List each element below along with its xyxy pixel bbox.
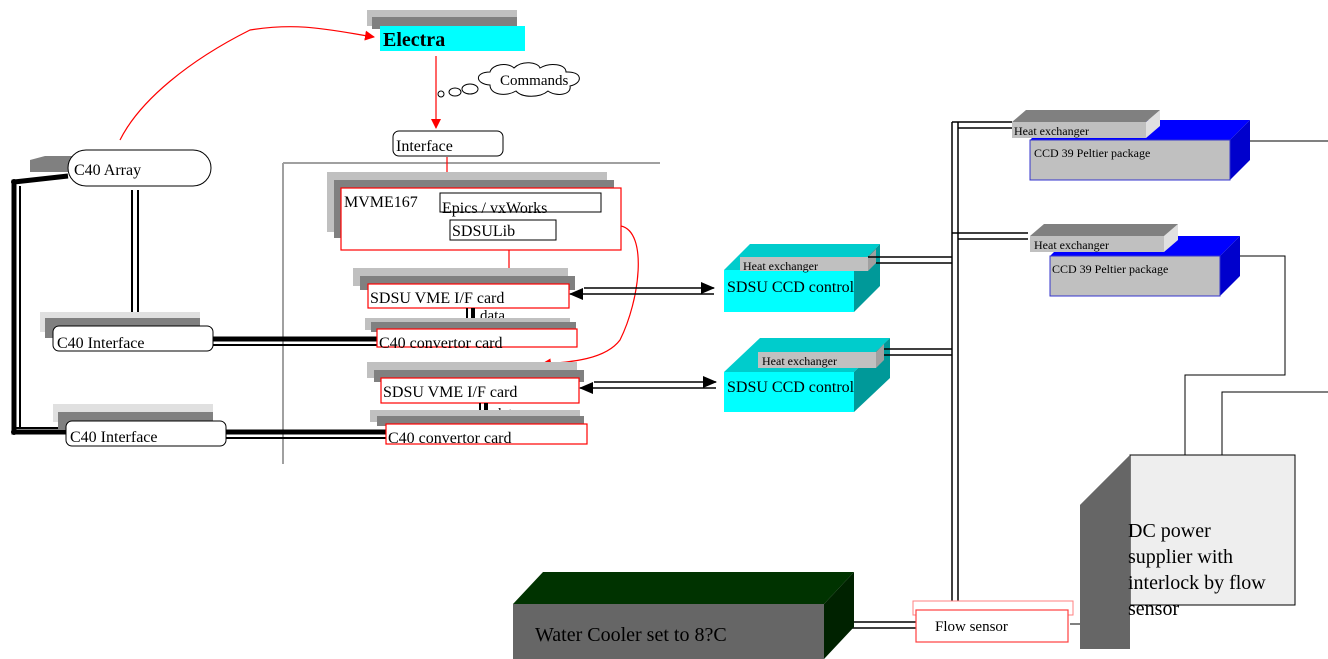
sdsulib-label: SDSULib bbox=[452, 223, 515, 240]
flow-sensor: Flow sensor bbox=[912, 600, 1074, 643]
vme-crate-outline bbox=[282, 162, 660, 464]
commands-label: Commands bbox=[500, 73, 568, 89]
sdsu-vme-if-card-2: SDSU VME I/F card bbox=[367, 362, 584, 404]
epics-vxworks-label: Epics / vxWorks bbox=[442, 200, 547, 217]
c40-interface-1: C40 Interface bbox=[40, 312, 214, 352]
sdsu-ccd-controller-1: SDSU CCD controller Heat exchanger bbox=[724, 244, 880, 312]
sdsu-vme-if-card-1-label: SDSU VME I/F card bbox=[370, 290, 504, 307]
c40-interface-2-label: C40 Interface bbox=[70, 429, 158, 446]
ccd39-peltier-package-1: CCD 39 Peltier package Heat exchanger bbox=[1012, 110, 1250, 181]
ccd39-peltier-1-label: CCD 39 Peltier package bbox=[1034, 146, 1150, 160]
mvme167-label: MVME167 bbox=[344, 194, 418, 211]
sdsu-ccd-controller-2: SDSU CCD controller Heat exchanger bbox=[724, 338, 890, 412]
c40-interface-links bbox=[213, 336, 388, 439]
dc-power-line3: interlock by flow bbox=[1128, 572, 1266, 594]
heat-exchanger-ccd-2-label: Heat exchanger bbox=[1034, 238, 1109, 252]
commands-cloud: Commands bbox=[437, 62, 580, 98]
interface-node: Interface bbox=[392, 130, 504, 157]
dc-power-line1: DC power bbox=[1128, 520, 1211, 542]
sdsu-vme-if-card-2-label: SDSU VME I/F card bbox=[383, 384, 517, 401]
dc-power-supplier: DC power supplier with interlock by flow… bbox=[1080, 454, 1296, 649]
electra-box: Electra bbox=[367, 10, 525, 51]
c40-link-bus bbox=[11, 173, 139, 435]
interface-label: Interface bbox=[396, 138, 453, 155]
flow-sensor-label: Flow sensor bbox=[935, 619, 1008, 635]
vme-ccd-links bbox=[569, 282, 717, 394]
c40-array-node: C40 Array bbox=[30, 149, 212, 187]
dc-power-line2: supplier with bbox=[1128, 546, 1233, 568]
c40-interface-2: C40 Interface bbox=[53, 404, 227, 447]
c40-array-label: C40 Array bbox=[74, 162, 141, 179]
c40-convertor-card-2: C40 convertor card bbox=[370, 410, 588, 447]
c40-interface-1-label: C40 Interface bbox=[57, 335, 145, 352]
sdsu-vme-if-card-1: SDSU VME I/F card bbox=[353, 268, 575, 309]
c40-convertor-card-1: C40 convertor card bbox=[365, 318, 578, 352]
water-cooler: Water Cooler set to 8?C bbox=[513, 572, 854, 659]
c40-convertor-card-2-label: C40 convertor card bbox=[388, 430, 512, 447]
heat-exchanger-ctrl-2-label: Heat exchanger bbox=[762, 354, 837, 368]
c40-convertor-card-1-label: C40 convertor card bbox=[379, 335, 503, 352]
sdsu-ccd-controller-2-label: SDSU CCD controller bbox=[727, 379, 872, 396]
heat-exchanger-ctrl-1-label: Heat exchanger bbox=[743, 259, 818, 273]
mvme167-board: MVME167 Epics / vxWorks SDSULib bbox=[327, 172, 622, 251]
ccd39-peltier-package-2: CCD 39 Peltier package Heat exchanger bbox=[1030, 224, 1240, 297]
electra-label: Electra bbox=[383, 29, 445, 51]
ccd39-peltier-2-label: CCD 39 Peltier package bbox=[1052, 262, 1168, 276]
dc-power-line4: sensor bbox=[1128, 598, 1179, 620]
heat-exchanger-ccd-1-label: Heat exchanger bbox=[1014, 124, 1089, 138]
water-cooler-label: Water Cooler set to 8?C bbox=[535, 624, 727, 646]
sdsu-ccd-controller-1-label: SDSU CCD controller bbox=[727, 279, 872, 296]
mvme-to-vme2-arrow bbox=[541, 225, 639, 369]
